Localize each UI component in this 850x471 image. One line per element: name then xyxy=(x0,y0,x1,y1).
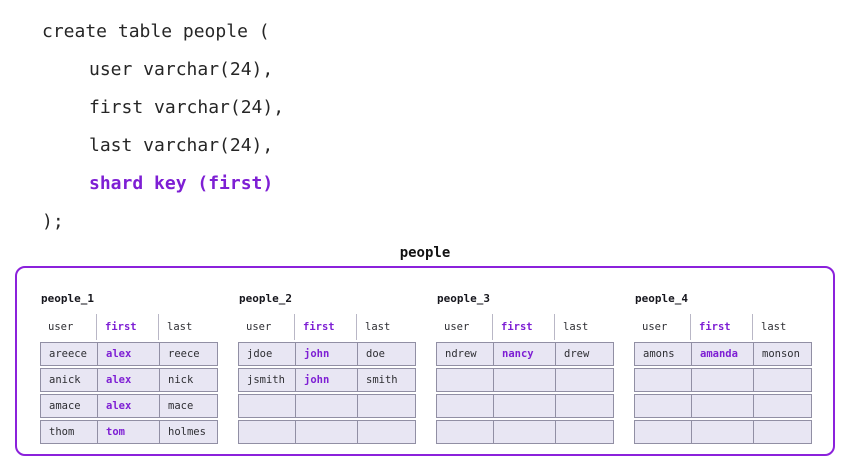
table-cell: ndrew xyxy=(445,348,477,360)
table-cell xyxy=(753,421,811,443)
table-cell: nancy xyxy=(493,343,555,365)
table-cell xyxy=(239,421,295,443)
column-header-user: user xyxy=(642,321,668,333)
table-cell: monson xyxy=(753,343,811,365)
table-cell xyxy=(555,421,613,443)
code-line: first varchar(24), xyxy=(89,97,285,118)
column-header-first: first xyxy=(690,314,752,340)
column-header-user: user xyxy=(444,321,470,333)
code-line: create table people ( xyxy=(42,21,270,42)
table-cell xyxy=(691,421,753,443)
table-cell: alex xyxy=(97,343,159,365)
column-header-user: user xyxy=(246,321,272,333)
table-cell xyxy=(437,395,493,417)
table-cell: jsmith xyxy=(247,374,285,386)
table-cell: anick xyxy=(49,374,81,386)
table-cell: john xyxy=(295,343,357,365)
table-row xyxy=(634,368,812,392)
shard-title: people_2 xyxy=(239,292,292,305)
table-row xyxy=(634,420,812,444)
table-cell: nick xyxy=(159,369,217,391)
column-header-first: first xyxy=(492,314,554,340)
table-row xyxy=(436,394,614,418)
table-cell xyxy=(295,395,357,417)
table-cell xyxy=(753,369,811,391)
table-cell xyxy=(691,395,753,417)
table-cell xyxy=(635,369,691,391)
table-cell xyxy=(357,395,415,417)
table-cell: drew xyxy=(555,343,613,365)
table-cell: smith xyxy=(357,369,415,391)
shard-title: people_1 xyxy=(41,292,94,305)
table-cell: amanda xyxy=(691,343,753,365)
table-cell xyxy=(635,421,691,443)
column-header-last: last xyxy=(356,314,416,340)
column-header-first: first xyxy=(96,314,158,340)
table-cell: thom xyxy=(49,426,75,438)
code-line: user varchar(24), xyxy=(89,59,274,80)
table-row xyxy=(436,368,614,392)
table-cell xyxy=(555,369,613,391)
code-line: ); xyxy=(42,211,64,232)
table-cell: jdoe xyxy=(247,348,273,360)
table-row xyxy=(238,420,416,444)
table-cell: mace xyxy=(159,395,217,417)
table-row xyxy=(238,394,416,418)
table-cell: amace xyxy=(49,400,81,412)
table-cell xyxy=(493,421,555,443)
table-cell xyxy=(555,395,613,417)
cluster-table-name: people xyxy=(399,245,451,261)
column-header-first: first xyxy=(294,314,356,340)
column-header-last: last xyxy=(752,314,812,340)
table-cell xyxy=(437,421,493,443)
table-cell: amons xyxy=(643,348,675,360)
table-cell: alex xyxy=(97,369,159,391)
table-row xyxy=(436,420,614,444)
code-line: last varchar(24), xyxy=(89,135,274,156)
column-header-last: last xyxy=(158,314,218,340)
table-cell xyxy=(295,421,357,443)
table-cell: alex xyxy=(97,395,159,417)
column-header-last: last xyxy=(554,314,614,340)
table-cell xyxy=(691,369,753,391)
table-cell: john xyxy=(295,369,357,391)
shard-title: people_3 xyxy=(437,292,490,305)
table-cell: holmes xyxy=(159,421,217,443)
shard-title: people_4 xyxy=(635,292,688,305)
table-cell xyxy=(357,421,415,443)
table-row xyxy=(634,394,812,418)
table-cell: areece xyxy=(49,348,87,360)
table-cell xyxy=(635,395,691,417)
table-cell: tom xyxy=(97,421,159,443)
table-cell xyxy=(753,395,811,417)
table-cell xyxy=(493,395,555,417)
table-cell xyxy=(493,369,555,391)
code-line-shard-key: shard key (first) xyxy=(89,173,274,194)
table-cell xyxy=(437,369,493,391)
create-table-sql-code: create table people ( user varchar(24), fi… xyxy=(42,13,284,241)
table-cell: reece xyxy=(159,343,217,365)
table-cell: doe xyxy=(357,343,415,365)
table-cell xyxy=(239,395,295,417)
column-header-user: user xyxy=(48,321,74,333)
